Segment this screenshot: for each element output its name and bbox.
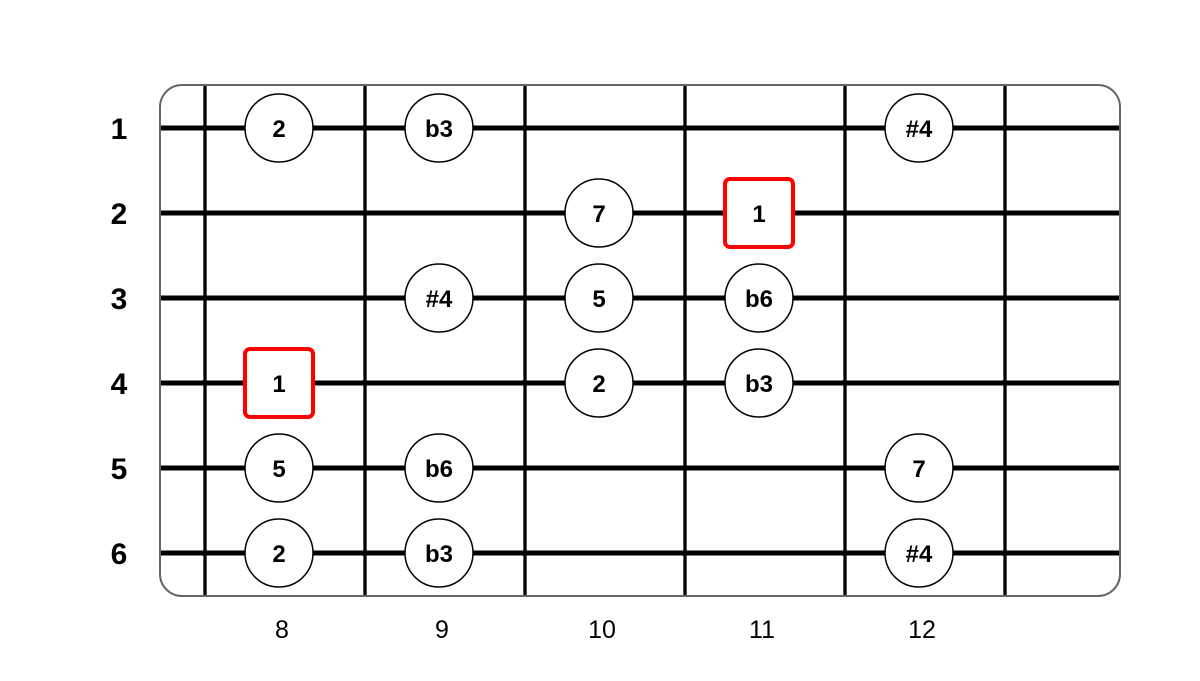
root-note-marker: 1 — [723, 177, 795, 249]
note-marker: 2 — [244, 93, 314, 163]
string-label: 6 — [111, 538, 128, 571]
fretboard-border — [159, 84, 1121, 597]
string-labels: 1 2 3 4 5 6 — [111, 113, 128, 571]
fret-lines — [203, 86, 1007, 595]
string-lines — [161, 125, 1119, 556]
note-marker: 2 — [564, 348, 634, 418]
note-label: 2 — [592, 371, 605, 398]
note-label: #4 — [906, 541, 933, 568]
root-note-label: 1 — [272, 371, 285, 398]
note-marker: b3 — [404, 93, 474, 163]
note-marker: #4 — [884, 518, 954, 588]
note-label: #4 — [906, 116, 933, 143]
root-note-label: 1 — [752, 201, 765, 228]
string-label: 3 — [111, 283, 128, 316]
scale-notes: 2 b3 #4 7 1 #4 5 b6 — [243, 93, 954, 588]
note-label: b3 — [745, 371, 773, 398]
note-label: #4 — [426, 286, 453, 313]
note-marker: 2 — [244, 518, 314, 588]
note-label: 7 — [912, 456, 925, 483]
note-label: 7 — [592, 201, 605, 228]
note-marker: b6 — [404, 433, 474, 503]
fret-number: 10 — [588, 616, 616, 644]
string-label: 5 — [111, 453, 128, 486]
note-label: b6 — [425, 456, 453, 483]
note-marker: 5 — [564, 263, 634, 333]
note-label: b3 — [425, 541, 453, 568]
fret-number: 8 — [275, 616, 289, 644]
note-marker: 7 — [884, 433, 954, 503]
note-marker: b3 — [724, 348, 794, 418]
string-label: 1 — [111, 113, 128, 146]
note-label: b6 — [745, 286, 773, 313]
note-marker: b6 — [724, 263, 794, 333]
note-label: b3 — [425, 116, 453, 143]
root-note-marker: 1 — [243, 347, 315, 419]
note-label: 2 — [272, 541, 285, 568]
note-marker: 7 — [564, 178, 634, 248]
fret-number: 9 — [435, 616, 449, 644]
note-label: 5 — [272, 456, 285, 483]
string-label: 2 — [111, 198, 128, 231]
fret-number: 12 — [908, 616, 936, 644]
note-label: 5 — [592, 286, 605, 313]
fret-number: 11 — [749, 616, 775, 644]
note-label: 2 — [272, 116, 285, 143]
fret-numbers: 8 9 10 11 12 — [275, 616, 936, 644]
note-marker: 5 — [244, 433, 314, 503]
note-marker: b3 — [404, 518, 474, 588]
string-label: 4 — [111, 368, 128, 401]
note-marker: #4 — [884, 93, 954, 163]
note-marker: #4 — [404, 263, 474, 333]
